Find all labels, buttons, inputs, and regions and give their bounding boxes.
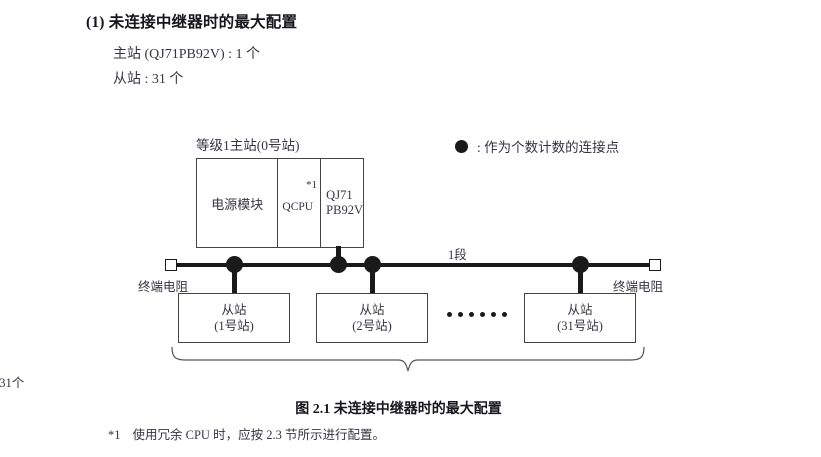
slave-31-name: 从站	[567, 303, 593, 317]
drop-line-slave-31	[578, 263, 583, 295]
qj71pb92v-line1: QJ71	[326, 187, 353, 202]
footnote: *1 使用冗余 CPU 时，应按 2.3 节所示进行配置。	[108, 424, 385, 443]
slave-station-box-2: 从站 (2号站)	[316, 293, 428, 343]
legend: : 作为个数计数的连接点	[455, 136, 619, 156]
qj71pb92v-line2: PB92V	[326, 203, 363, 217]
terminating-resistor-left-icon	[165, 259, 177, 271]
drop-line-slave-1	[232, 263, 237, 295]
connection-point-icon	[455, 139, 468, 153]
master-station-box: 电源模块 QCPU *1 QJ71 PB92V	[196, 158, 364, 248]
ellipsis-indicator	[447, 312, 507, 317]
figure-caption-wrap: 图 2.1 未连接中继器时的最大配置	[0, 398, 821, 418]
footnote-mark: *1	[108, 428, 121, 442]
qcpu-cell: QCPU *1	[278, 159, 322, 247]
power-module-cell: 电源模块	[197, 159, 279, 247]
slave-station-box-31: 从站 (31号站)	[524, 293, 636, 343]
spec-slave-count: 从站 : 31 个	[113, 72, 184, 87]
section-title: (1) 未连接中继器时的最大配置	[86, 14, 298, 31]
terminating-resistor-right-icon	[649, 259, 661, 271]
slave-2-name: 从站	[359, 303, 385, 317]
slave-2-station: (2号站)	[352, 319, 392, 333]
figure-caption: 图 2.1 未连接中继器时的最大配置	[295, 402, 502, 417]
slave-1-name: 从站	[221, 303, 247, 317]
slave-1-station: (1号站)	[214, 319, 254, 333]
legend-label: : 作为个数计数的连接点	[477, 140, 620, 155]
slave-station-box-1: 从站 (1号站)	[178, 293, 290, 343]
footnote-marker: *1	[306, 179, 318, 191]
master-station-label: 等级1主站(0号站)	[196, 138, 300, 153]
slave-31-station: (31号站)	[557, 319, 603, 333]
brace-label: 从站:31个	[0, 376, 25, 390]
terminating-resistor-right-label: 终端电阻	[613, 280, 664, 294]
qj71pb92v-cell: QJ71 PB92V	[321, 159, 363, 247]
footnote-text: 使用冗余 CPU 时，应按 2.3 节所示进行配置。	[132, 428, 385, 442]
drop-line-slave-2	[370, 263, 375, 295]
segment-label: 1段	[448, 248, 467, 262]
terminating-resistor-left-label: 终端电阻	[138, 280, 189, 294]
spec-master-count: 主站 (QJ71PB92V) : 1 个	[113, 47, 261, 62]
slave-count-brace	[170, 346, 646, 373]
connection-point-master	[330, 256, 347, 273]
brace-label-wrap: 从站:31个	[0, 372, 821, 391]
qcpu-label: QCPU	[282, 201, 314, 213]
bus-line	[174, 263, 652, 267]
